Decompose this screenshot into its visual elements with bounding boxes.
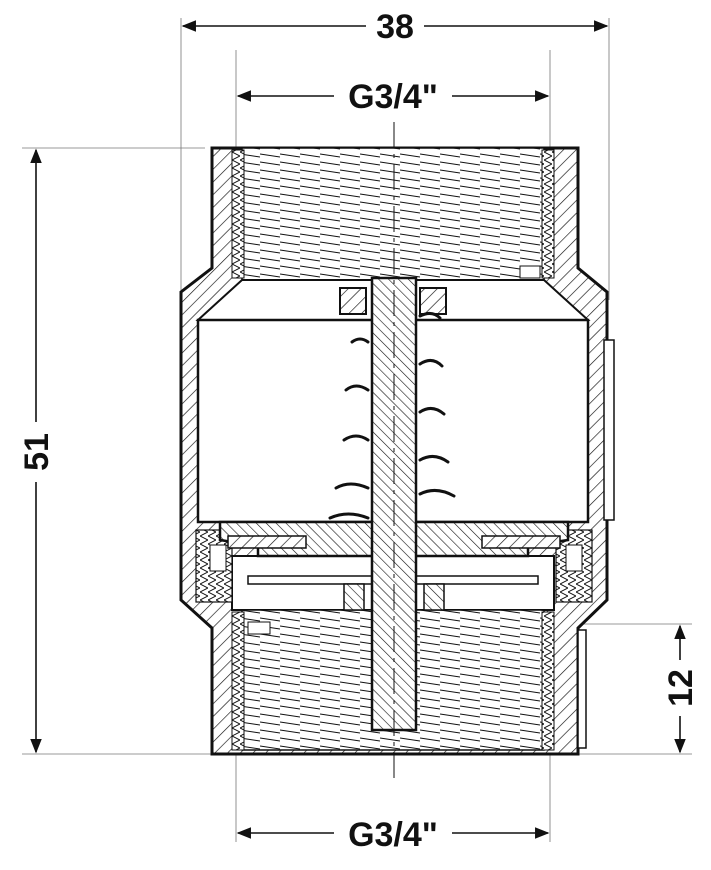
dim-overall-width: 38 <box>376 8 414 46</box>
upper-thread-teeth-left <box>231 149 245 279</box>
valve-stem <box>339 276 447 732</box>
lower-thread-teeth-right <box>541 611 555 751</box>
seal-left <box>227 535 307 549</box>
upper-thread-teeth-right <box>541 149 555 279</box>
upper-thread-bore <box>241 147 545 281</box>
dim-thread-length: 12 <box>662 669 700 707</box>
seal-right <box>481 535 561 549</box>
dim-thread-top: G3/4" <box>348 78 438 116</box>
lower-thread-teeth-left <box>231 611 245 751</box>
dim-overall-height: 51 <box>18 433 56 471</box>
dim-thread-bottom: G3/4" <box>348 816 438 854</box>
spring <box>328 311 456 520</box>
extension-lines <box>22 18 692 842</box>
